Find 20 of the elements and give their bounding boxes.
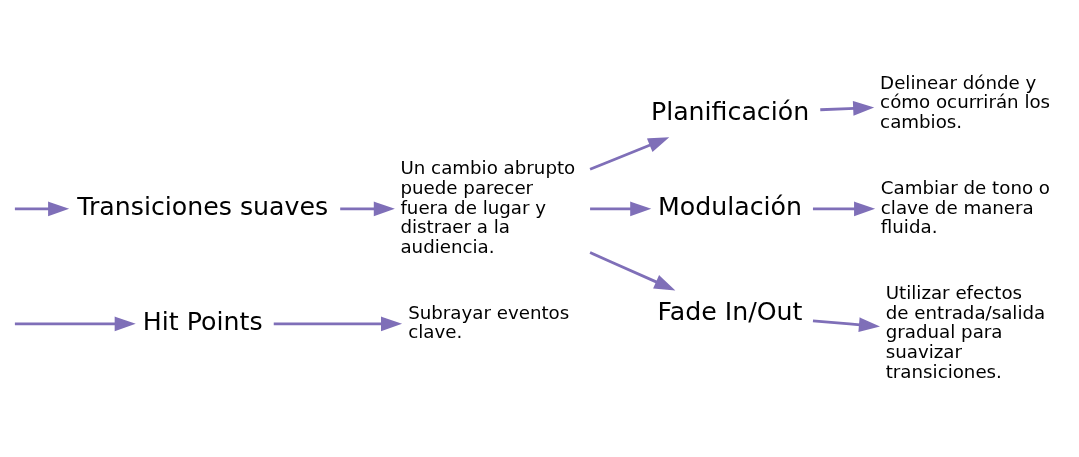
arrow (14, 316, 136, 332)
arrow (589, 251, 676, 291)
node-text: Hit Points (142, 307, 263, 337)
node-text: Un cambio abrupto puede parecer fuera de lugar y distraer a la audiencia. (400, 157, 576, 257)
node-text: Subrayar eventos clave. (408, 301, 570, 343)
arrow (812, 317, 880, 333)
node-text: Planificación (650, 96, 810, 126)
arrow (589, 137, 670, 171)
arrow (273, 316, 403, 332)
arrow (812, 201, 876, 217)
arrow (340, 201, 395, 217)
arrow (590, 201, 652, 217)
node-text: Delinear dónde y cómo ocurrirán los cambios. (880, 71, 1051, 133)
node-text: Modulación (658, 192, 803, 222)
arrow (14, 201, 70, 217)
node-text: Transiciones suaves (77, 192, 329, 222)
node-text: Fade In/Out (657, 297, 803, 327)
node-text: Cambiar de tono o clave de manera fluida. (880, 177, 1051, 238)
arrow (820, 101, 875, 116)
node-text: Utilizar efectos de entrada/salida gradual para suavizar transiciones. (885, 282, 1046, 382)
